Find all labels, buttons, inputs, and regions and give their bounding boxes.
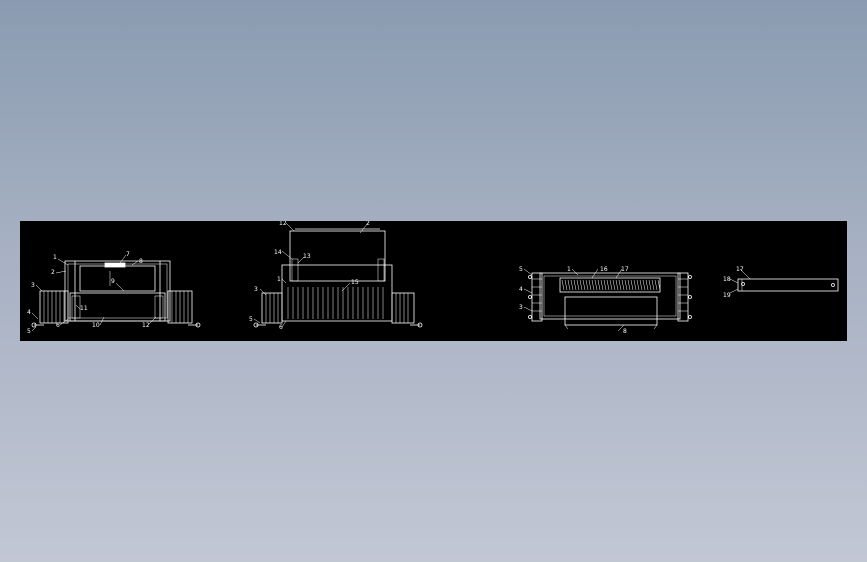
front-view xyxy=(31,254,201,332)
top-label: 1 xyxy=(567,266,571,273)
front-label: 7 xyxy=(126,251,130,258)
front-label: 4 xyxy=(27,309,31,316)
front-label: 9 xyxy=(111,278,115,285)
top-label: 8 xyxy=(623,328,627,335)
top-view xyxy=(523,268,692,332)
top-view-hatch xyxy=(561,279,661,291)
front-view-labels: 1 2 7 8 3 9 4 6 11 10 12 5 xyxy=(27,251,150,335)
side-label: 15 xyxy=(351,279,359,286)
cad-viewport[interactable]: 1 2 7 8 3 9 4 6 11 10 12 5 xyxy=(20,221,847,341)
front-label: 12 xyxy=(142,322,150,329)
side-label: 12 xyxy=(279,221,287,227)
front-label: 2 xyxy=(51,269,55,276)
front-label: 5 xyxy=(27,328,31,335)
top-label: 3 xyxy=(519,304,523,311)
front-label: 10 xyxy=(92,322,100,329)
side-label: 14 xyxy=(274,249,282,256)
side-view-labels: 12 2 14 13 1 3 15 5 6 xyxy=(249,221,370,331)
top-label: 17 xyxy=(621,266,629,273)
top-label: 5 xyxy=(519,266,523,273)
top-label: 16 xyxy=(600,266,608,273)
side-view-fins xyxy=(287,287,384,319)
side-label: 2 xyxy=(366,221,370,227)
front-label: 11 xyxy=(80,305,88,312)
top-view-labels: 5 1 16 17 4 3 8 xyxy=(519,266,629,335)
detail-label: 19 xyxy=(723,292,731,299)
side-label: 1 xyxy=(277,276,281,283)
cad-drawing: 1 2 7 8 3 9 4 6 11 10 12 5 xyxy=(27,221,839,335)
detail-label: 18 xyxy=(723,276,731,283)
front-label: 1 xyxy=(53,254,57,261)
side-label: 3 xyxy=(254,286,258,293)
detail-view-labels: 17 18 19 xyxy=(723,266,744,299)
front-label: 6 xyxy=(56,322,60,329)
side-label: 13 xyxy=(303,253,311,260)
front-label: 3 xyxy=(31,282,35,289)
top-label: 4 xyxy=(519,286,523,293)
side-view xyxy=(253,222,423,328)
side-label: 6 xyxy=(279,324,283,331)
detail-view xyxy=(729,268,839,294)
side-label: 5 xyxy=(249,316,253,323)
front-label: 8 xyxy=(139,258,143,265)
detail-label: 17 xyxy=(736,266,744,273)
